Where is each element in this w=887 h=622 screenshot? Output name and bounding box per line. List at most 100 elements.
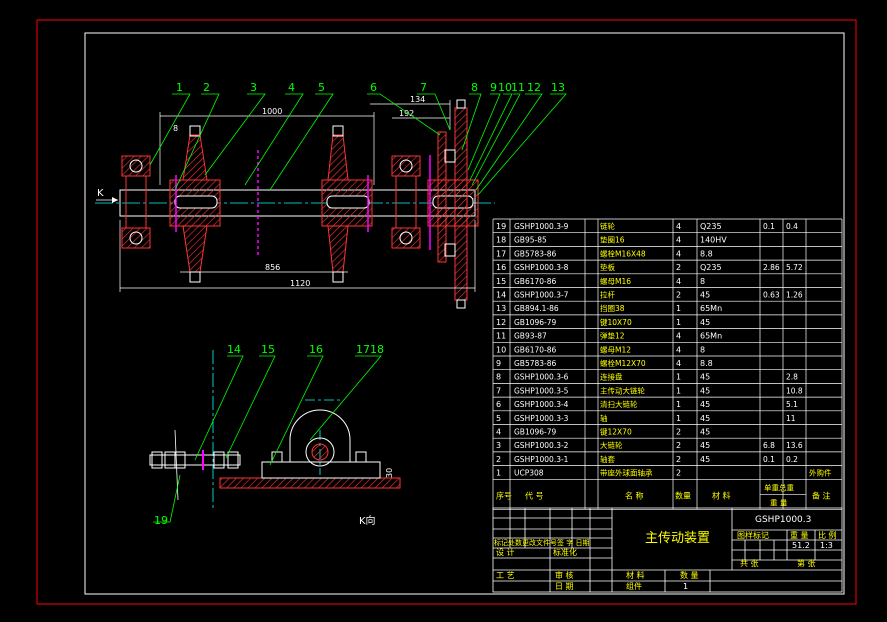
bom-row-qty: 1: [676, 373, 681, 382]
bom-row-code: GSHP1000.3-6: [514, 373, 569, 382]
balloon-12: 12: [527, 81, 541, 94]
bom-row-material: Q235: [700, 222, 722, 231]
balloon-9: 9: [490, 81, 497, 94]
bom-row-name: 轴套: [600, 454, 615, 464]
bom-row-material: 45: [700, 414, 710, 423]
pillow-block: [289, 409, 351, 463]
bom-row-code: GB6170-86: [514, 277, 557, 286]
total-sheets: 共 张: [740, 559, 759, 568]
revision-row: 标记处数更改文件号签 字 日期: [494, 538, 589, 547]
bom-row-material: 45: [700, 318, 710, 327]
bom-row-code: GSHP1000.3-4: [514, 400, 569, 409]
bom-header-code: 代 号: [525, 490, 544, 500]
component-label: 组件: [626, 581, 642, 591]
balloon-7: 7: [420, 81, 427, 94]
bom-row-qty: 4: [676, 359, 681, 368]
bom-row-name: 清扫大链轮: [600, 399, 638, 409]
bom-row-qty: 1: [676, 304, 681, 313]
quantity-label: 数 量: [680, 570, 699, 580]
standardize-label: 标准化: [553, 547, 577, 557]
bom-row-total: 10.8: [786, 386, 803, 395]
bom-row-no: 9: [496, 359, 501, 368]
review-label: 审 核: [555, 570, 574, 580]
bom-row-code: GSHP1000.3-2: [514, 441, 569, 450]
bom-row-code: GB5783-86: [514, 249, 557, 258]
bom-row-no: 16: [496, 263, 506, 272]
bom-row-material: 45: [700, 291, 710, 300]
bom-header-no: 序号: [496, 490, 512, 500]
dim-192: 192: [399, 109, 414, 118]
process-label: 工 艺: [496, 571, 515, 580]
bearing-left: [121, 155, 151, 249]
dim-1000: 1000: [262, 107, 282, 116]
balloon-leaders-bottom: [153, 355, 382, 523]
bom-row-total: 11: [786, 414, 796, 423]
bom-row-material: 45: [700, 400, 710, 409]
bom-row-name: 螺母M12: [600, 344, 631, 354]
balloon-4: 4: [288, 81, 295, 94]
bom-row-no: 8: [496, 373, 501, 382]
balloon-18: 18: [370, 343, 384, 356]
bom-row-total: 5.1: [786, 400, 798, 409]
balloon-2: 2: [203, 81, 210, 94]
sheet-no: 第 张: [797, 558, 816, 568]
drive-sprocket: [427, 99, 479, 309]
balloon-5: 5: [318, 81, 325, 94]
bom-row-name: 螺母M16: [600, 276, 631, 286]
title-block-text: GSHP1000.3 主传动装置 标记处数更改文件号签 字 日期 设 计 标准化…: [494, 515, 837, 591]
bom-row-material: 8.8: [700, 359, 713, 368]
material-label: 材 料: [626, 570, 645, 580]
bom-row-material: 8: [700, 345, 705, 354]
bom-row-code: GSHP1000.3-5: [514, 386, 569, 395]
bom-row-no: 18: [496, 236, 506, 245]
bom-row-no: 2: [496, 455, 501, 464]
bom-row-material: 45: [700, 373, 710, 382]
balloon-17: 17: [356, 343, 370, 356]
bom-row-code: GB5783-86: [514, 359, 557, 368]
balloon-11: 11: [511, 81, 525, 94]
bom-row-name: 连接盘: [600, 372, 623, 382]
bom-row-no: 14: [496, 291, 506, 300]
bom-header-name: 名 称: [625, 490, 644, 500]
balloon-19: 19: [154, 514, 168, 527]
bom-row-no: 5: [496, 414, 501, 423]
bom-row-material: 45: [700, 441, 710, 450]
bom-row-no: 12: [496, 318, 506, 327]
bom-row-no: 7: [496, 386, 501, 395]
drawing-title: 主传动装置: [645, 531, 710, 546]
bom-row-unit: 0.63: [763, 291, 780, 300]
scale-value: 1:3: [820, 541, 833, 550]
weight-value: 51.2: [792, 541, 810, 550]
bom-row-code: UCP308: [514, 469, 544, 478]
bom-row-qty: 4: [676, 236, 681, 245]
bom-row-total: 13.6: [786, 441, 803, 450]
bom-row-qty: 1: [676, 386, 681, 395]
bom-row-name: 拉杆: [600, 290, 615, 300]
balloon-14: 14: [227, 343, 241, 356]
bom-row-material: 140HV: [700, 236, 727, 245]
bom-header-weight-sub: 重 量: [770, 498, 788, 507]
balloons-bottom: 14 15 16 17 18 19: [154, 343, 384, 527]
scale-label: 比 例: [818, 530, 837, 540]
bom-row-no: 11: [496, 332, 506, 341]
bom-row-no: 1: [496, 469, 501, 478]
bom-row-qty: 4: [676, 332, 681, 341]
bom-row-no: 6: [496, 400, 501, 409]
outer-frame: [36, 19, 857, 605]
inner-frame: [84, 32, 845, 595]
bom-row-code: GB93-87: [514, 332, 547, 341]
bom-row-qty: 2: [676, 455, 681, 464]
bom-row-material: Q235: [700, 263, 722, 272]
balloon-10: 10: [498, 81, 512, 94]
bom-row-no: 13: [496, 304, 506, 313]
bom-row-code: GSHP1000.3-7: [514, 291, 569, 300]
k-arrow-label: K: [97, 188, 104, 199]
bom-row-material: 45: [700, 455, 710, 464]
bom-header-remark: 备 注: [812, 490, 831, 500]
bom-row-name: 主传动大链轮: [600, 385, 645, 395]
bom-row-name: 螺栓M16X48: [600, 248, 646, 258]
bom-row-code: GB6170-86: [514, 345, 557, 354]
date-label: 日 期: [555, 582, 574, 591]
bom-header-material: 材 料: [712, 490, 731, 500]
